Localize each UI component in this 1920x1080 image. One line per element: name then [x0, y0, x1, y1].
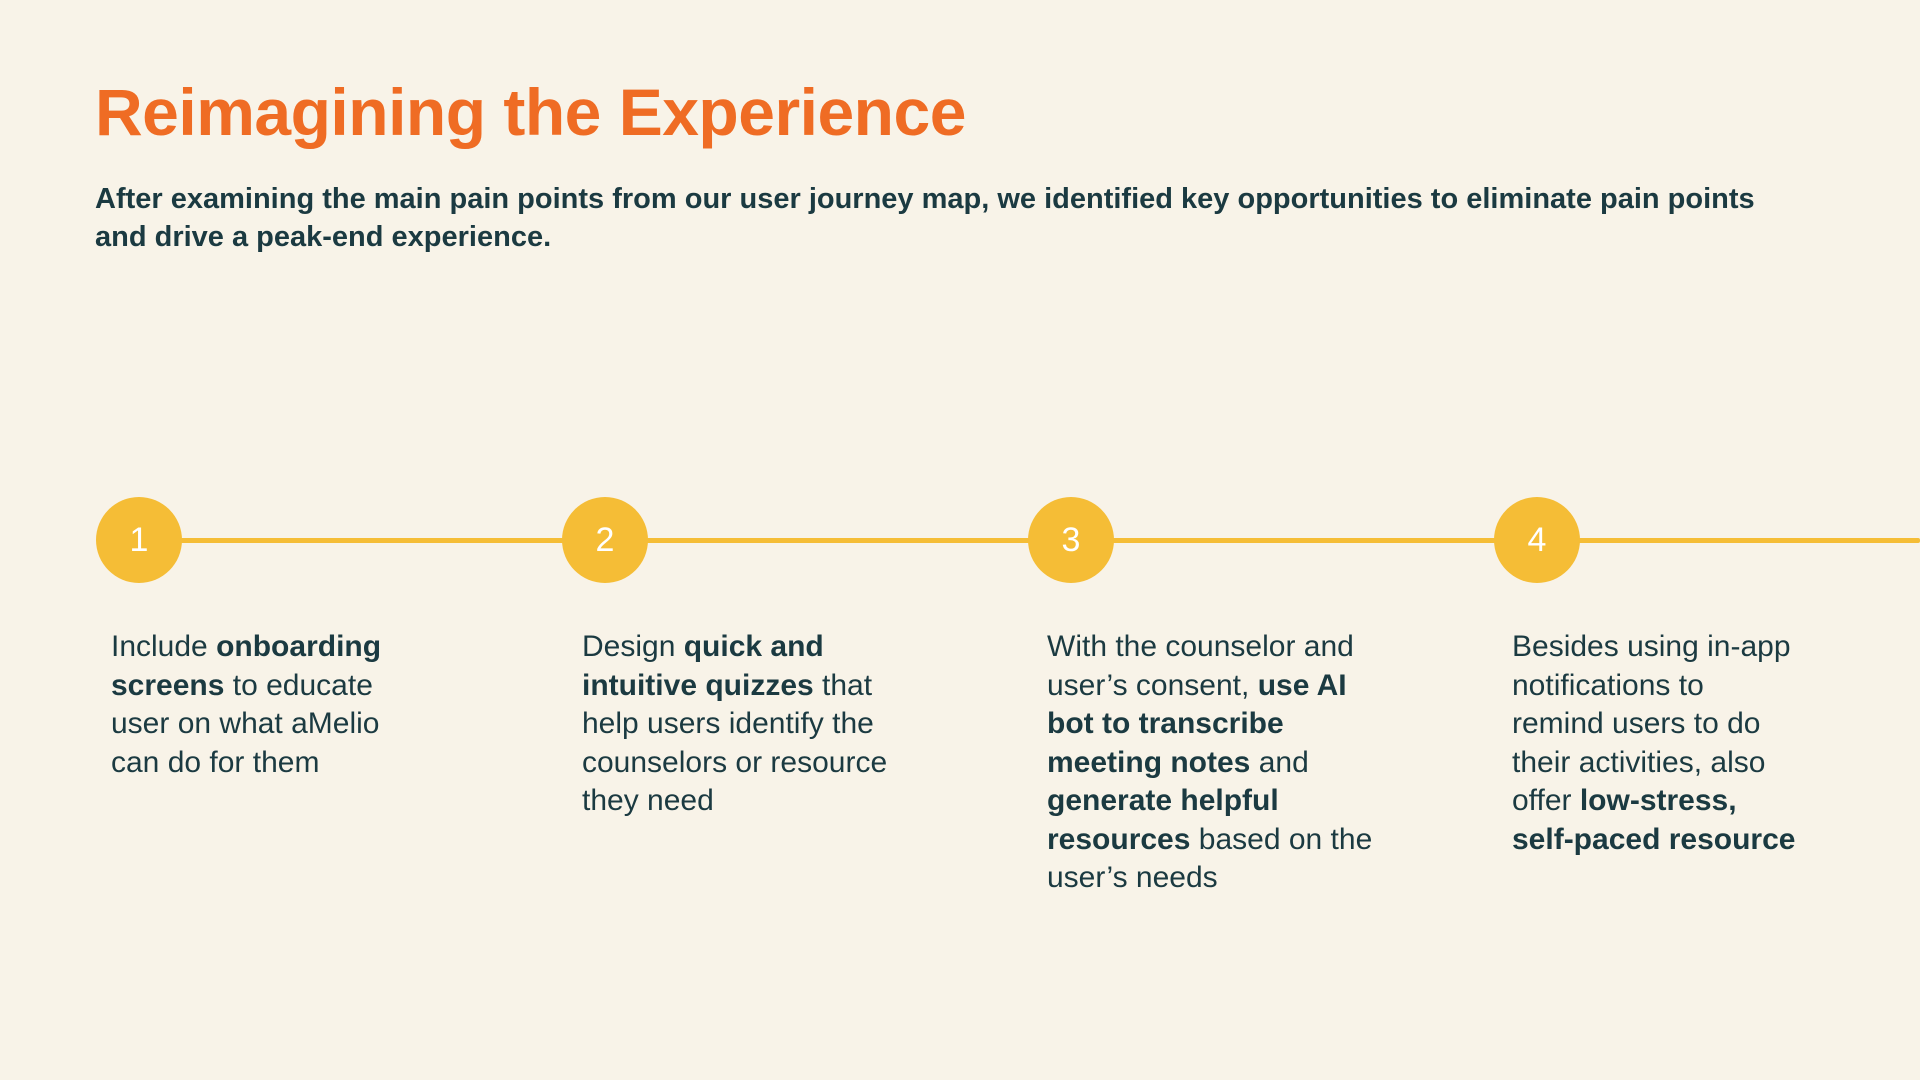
- step-text-run: With the counselor and: [1047, 630, 1354, 663]
- step-line: With the counselor and: [1047, 628, 1447, 667]
- step-text-bold: self-paced resource: [1512, 822, 1796, 856]
- step-text-bold: screens: [111, 668, 225, 702]
- step-line: Include onboarding: [111, 628, 511, 667]
- step-line: user on what aMelio: [111, 705, 511, 744]
- step-line: remind users to do: [1512, 705, 1912, 744]
- step-line: they need: [582, 782, 982, 821]
- page-title: Reimagining the Experience: [95, 75, 966, 149]
- step-line: help users identify the: [582, 705, 982, 744]
- step-text-run: user’s needs: [1047, 861, 1218, 894]
- step-text-run: notifications to: [1512, 668, 1704, 702]
- step-text-run: they need: [582, 784, 714, 817]
- step-number-4: 4: [1494, 497, 1580, 583]
- intro-paragraph: After examining the main pain points fro…: [95, 183, 1755, 253]
- step-line: bot to transcribe: [1047, 705, 1447, 744]
- step-line: screens to educate: [111, 667, 511, 706]
- step-line: user’s consent, use AI: [1047, 667, 1447, 706]
- step-text-bold: low-stress,: [1579, 784, 1737, 817]
- step-text-run: their activities, also: [1512, 745, 1766, 779]
- step-text-bold: onboarding: [216, 630, 382, 663]
- step-text-run: help users identify the: [582, 707, 874, 740]
- step-line: notifications to: [1512, 667, 1912, 706]
- step-text-bold: resources: [1047, 822, 1191, 856]
- step-text-run: remind users to do: [1512, 707, 1761, 740]
- step-line: their activities, also: [1512, 744, 1912, 783]
- step-line: user’s needs: [1047, 859, 1447, 898]
- step-text-bold: meeting notes: [1047, 745, 1251, 779]
- step-text-bold: generate helpful: [1047, 784, 1279, 817]
- step-text-run: that: [813, 668, 873, 702]
- step-description-4: Besides using in-app notifications to remi…: [1512, 628, 1912, 859]
- step-text-run: and: [1250, 745, 1309, 779]
- step-text-run: to educate: [224, 668, 373, 702]
- step-text-run: based on the: [1190, 822, 1373, 856]
- step-text-run: Besides using in-app: [1512, 630, 1791, 663]
- step-text-run: can do for them: [111, 745, 320, 779]
- step-text-run: user’s consent,: [1047, 668, 1258, 702]
- step-text-run: Include: [111, 630, 217, 663]
- step-line: Besides using in-app: [1512, 628, 1912, 667]
- step-line: offer low-stress,: [1512, 782, 1912, 821]
- step-text-bold: use AI: [1257, 668, 1347, 702]
- step-line: self-paced resource: [1512, 821, 1912, 860]
- step-text-run: Design: [582, 630, 684, 663]
- step-text-bold: quick and: [683, 630, 824, 663]
- step-text-run: user on what aMelio: [111, 707, 380, 740]
- step-number-3: 3: [1028, 497, 1114, 583]
- step-number-2: 2: [562, 497, 648, 583]
- step-line: can do for them: [111, 744, 511, 783]
- step-text-bold: intuitive quizzes: [582, 668, 814, 702]
- step-line: resources based on the: [1047, 821, 1447, 860]
- step-description-3: With the counselor and user’s consent, us…: [1047, 628, 1447, 898]
- step-line: meeting notes and: [1047, 744, 1447, 783]
- step-line: Design quick and: [582, 628, 982, 667]
- step-line: generate helpful: [1047, 782, 1447, 821]
- step-text-run: offer: [1512, 784, 1580, 817]
- step-number-1: 1: [96, 497, 182, 583]
- step-text-run: counselors or resource: [582, 745, 888, 779]
- step-line: counselors or resource: [582, 744, 982, 783]
- step-line: intuitive quizzes that: [582, 667, 982, 706]
- step-text-bold: bot to transcribe: [1047, 707, 1284, 740]
